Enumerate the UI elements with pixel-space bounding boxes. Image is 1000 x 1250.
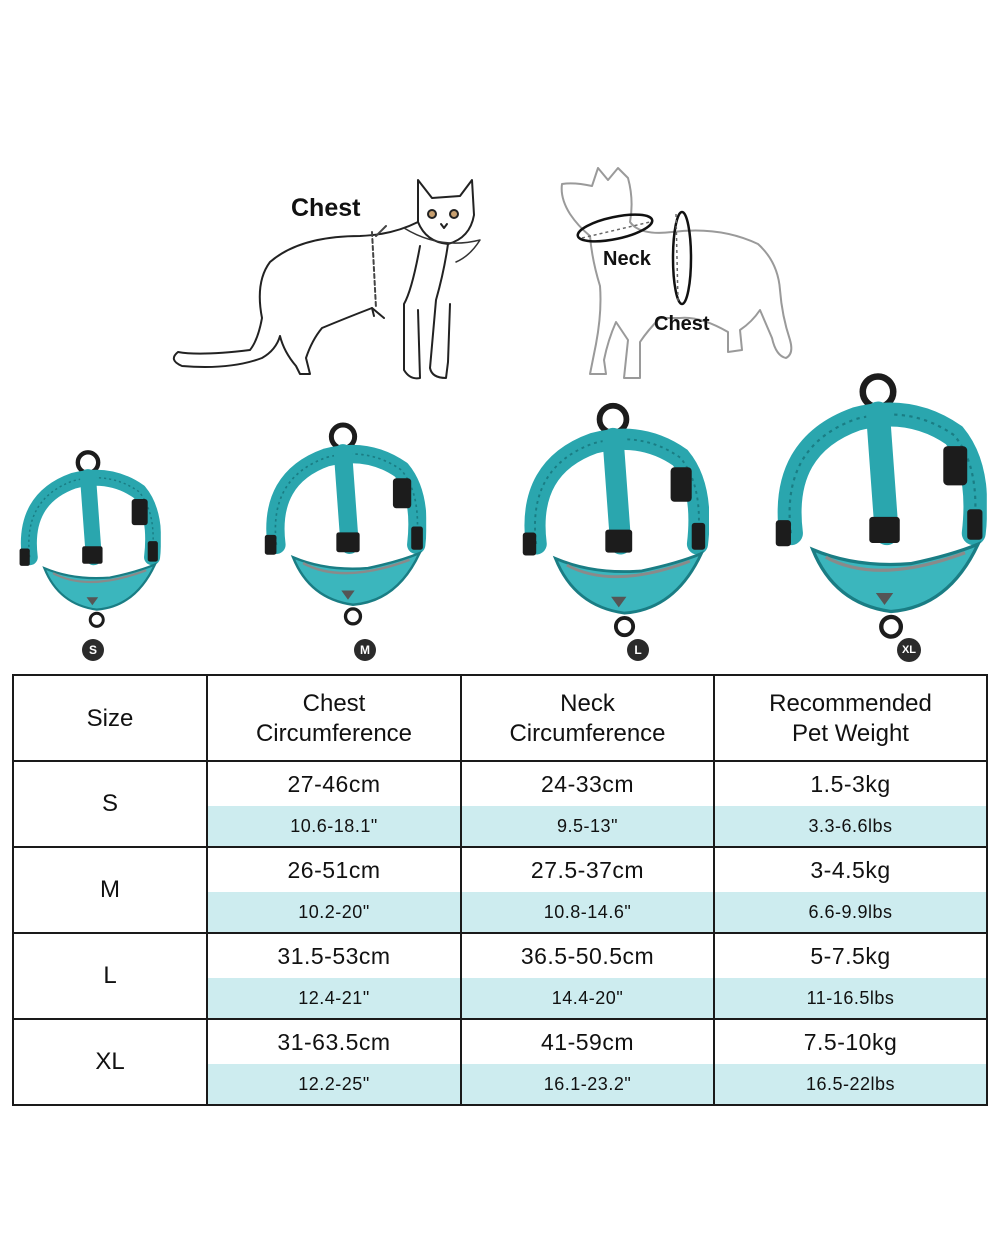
size-cell: S <box>14 762 208 846</box>
chest-cm: 26-51cm <box>287 856 381 883</box>
size-cell: M <box>14 848 208 932</box>
chest-cell: 27-46cm 10.6-18.1" <box>208 762 462 846</box>
dog-chest-ring <box>671 210 693 306</box>
table-row: L 31.5-53cm 12.4-21" 36.5-50.5cm 14.4-20… <box>14 932 986 1018</box>
weight-cell: 1.5-3kg 3.3-6.6lbs <box>715 762 986 846</box>
table-row: M 26-51cm 10.2-20" 27.5-37cm 10.8-14.6" … <box>14 846 986 932</box>
chest-cm: 31.5-53cm <box>277 942 391 969</box>
weight-cell: 7.5-10kg 16.5-22lbs <box>715 1020 986 1104</box>
header-chest: Chest Circumference <box>208 676 462 762</box>
neck-inch: 9.5-13" <box>462 806 713 846</box>
chest-cm: 31-63.5cm <box>277 1028 391 1055</box>
weight-lbs: 11-16.5lbs <box>715 978 986 1018</box>
neck-cm: 41-59cm <box>541 1028 634 1055</box>
harness-image-l <box>510 400 716 640</box>
chest-cm: 27-46cm <box>287 770 381 797</box>
neck-inch: 16.1-23.2" <box>462 1064 713 1104</box>
size-cell: XL <box>14 1020 208 1104</box>
chest-cell: 31.5-53cm 12.4-21" <box>208 934 462 1018</box>
dog-neck-label: Neck <box>603 248 651 270</box>
size-cell: L <box>14 934 208 1018</box>
neck-cell: 41-59cm 16.1-23.2" <box>462 1020 715 1104</box>
neck-cell: 36.5-50.5cm 14.4-20" <box>462 934 715 1018</box>
dog-chest-label: Chest <box>654 313 710 335</box>
weight-kg: 5-7.5kg <box>810 942 891 969</box>
harness-image-s <box>8 448 168 630</box>
weight-kg: 3-4.5kg <box>810 856 891 883</box>
measurement-illustrations: Chest Neck Chest <box>0 0 1000 400</box>
table-row: S 27-46cm 10.6-18.1" 24-33cm 9.5-13" 1.5… <box>14 760 986 846</box>
pet-outline-drawings <box>172 167 793 380</box>
header-size-label: Size <box>86 705 134 732</box>
header-weight-label: Recommended Pet Weight <box>769 690 932 747</box>
size-badge-xl: XL <box>897 638 921 662</box>
chest-inch: 12.2-25" <box>208 1064 460 1104</box>
neck-inch: 14.4-20" <box>462 978 713 1018</box>
header-chest-label: Chest Circumference <box>255 690 413 747</box>
size-badge-l: L <box>627 639 649 661</box>
chest-inch: 12.4-21" <box>208 978 460 1018</box>
harness-image-m <box>248 420 438 628</box>
dog-outline <box>560 167 793 379</box>
weight-kg: 7.5-10kg <box>803 1028 898 1055</box>
weight-lbs: 3.3-6.6lbs <box>715 806 986 846</box>
neck-inch: 10.8-14.6" <box>462 892 713 932</box>
dog-neck-ring <box>576 213 654 243</box>
table-row: XL 31-63.5cm 12.2-25" 41-59cm 16.1-23.2"… <box>14 1018 986 1104</box>
size-badge-s: S <box>82 639 104 661</box>
harness-image-xl <box>762 370 994 642</box>
cat-chest-label: Chest <box>291 194 361 222</box>
header-neck-label: Neck Circumference <box>509 690 666 747</box>
neck-cm: 27.5-37cm <box>530 856 645 883</box>
header-size: Size <box>14 676 208 762</box>
weight-lbs: 16.5-22lbs <box>715 1064 986 1104</box>
chest-inch: 10.2-20" <box>208 892 460 932</box>
size-badge-m: M <box>354 639 376 661</box>
chest-cell: 26-51cm 10.2-20" <box>208 848 462 932</box>
weight-cell: 3-4.5kg 6.6-9.9lbs <box>715 848 986 932</box>
neck-cm: 24-33cm <box>541 770 634 797</box>
neck-cell: 24-33cm 9.5-13" <box>462 762 715 846</box>
size-chart-table: Size Chest Circumference Neck Circumfere… <box>12 674 988 1106</box>
weight-cell: 5-7.5kg 11-16.5lbs <box>715 934 986 1018</box>
weight-lbs: 6.6-9.9lbs <box>715 892 986 932</box>
neck-cm: 36.5-50.5cm <box>520 942 655 969</box>
header-neck: Neck Circumference <box>462 676 715 762</box>
cat-outline <box>172 179 481 380</box>
chest-cell: 31-63.5cm 12.2-25" <box>208 1020 462 1104</box>
chest-inch: 10.6-18.1" <box>208 806 460 846</box>
neck-cell: 27.5-37cm 10.8-14.6" <box>462 848 715 932</box>
weight-kg: 1.5-3kg <box>810 770 891 797</box>
header-weight: Recommended Pet Weight <box>715 676 986 762</box>
